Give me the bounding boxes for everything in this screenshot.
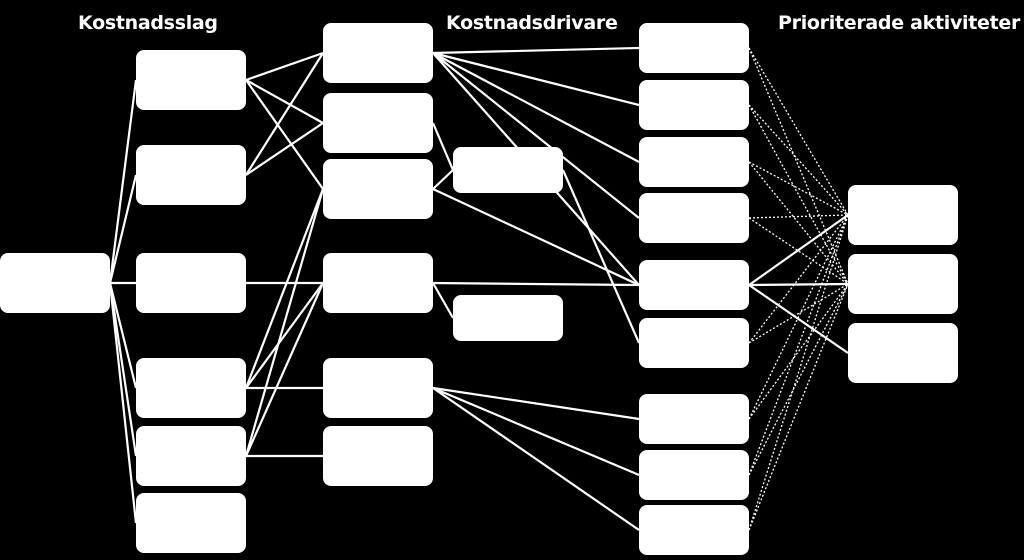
heading-cost-types: Kostnadsslag	[78, 12, 218, 34]
connector-line	[431, 122, 455, 171]
dotted-connector-line	[748, 214, 849, 531]
node-box-d7	[639, 450, 749, 500]
connector-line	[244, 188, 325, 457]
node-box-a1	[136, 145, 246, 205]
connector-line	[432, 281, 640, 287]
dotted-connector-line	[748, 283, 849, 476]
connector-line	[245, 282, 324, 389]
dotted-connector-line	[748, 161, 849, 216]
node-box-e1	[848, 254, 958, 314]
node-box-a2	[136, 253, 246, 313]
connector-line	[108, 79, 138, 284]
node-box-e0	[848, 185, 958, 245]
node-box-b2	[323, 159, 433, 219]
connector-line	[432, 52, 640, 163]
node-box-d4	[639, 260, 749, 310]
dotted-connector-line	[748, 47, 849, 285]
node-box-a0	[136, 50, 246, 110]
node-box-d2	[639, 137, 749, 187]
connector-line	[561, 169, 641, 344]
connector-line	[432, 188, 640, 286]
node-box-e2	[848, 323, 958, 383]
connector-line	[748, 282, 849, 287]
dotted-connector-line	[748, 104, 849, 216]
dotted-connector-line	[748, 214, 849, 219]
connector-line	[748, 284, 849, 354]
node-box-root	[0, 253, 110, 313]
node-box-d3	[639, 193, 749, 243]
connector-line	[245, 79, 324, 190]
connector-line	[108, 282, 138, 457]
connector-line	[108, 282, 138, 524]
dotted-connector-line	[748, 214, 849, 476]
connector-line	[432, 46, 640, 55]
connector-line	[432, 282, 454, 319]
node-box-c1	[453, 295, 563, 341]
node-box-a5	[136, 493, 246, 553]
connector-line	[244, 188, 325, 389]
connector-line	[432, 169, 454, 190]
node-box-b0	[323, 23, 433, 83]
node-box-b4	[323, 358, 433, 418]
node-box-b1	[323, 93, 433, 153]
node-box-d6	[639, 394, 749, 444]
heading-prioritized-activities: Prioriterade aktiviteter	[778, 12, 1021, 34]
connector-line	[245, 51, 324, 82]
node-box-b3	[323, 253, 433, 313]
node-box-a3	[136, 358, 246, 418]
node-box-d5	[639, 318, 749, 368]
connector-line	[108, 282, 138, 389]
connector-line	[432, 387, 640, 531]
connector-line	[245, 122, 324, 176]
heading-cost-drivers: Kostnadsdrivare	[446, 12, 618, 34]
dotted-connector-line	[748, 283, 849, 344]
dotted-connector-line	[748, 47, 849, 216]
dotted-connector-line	[748, 214, 849, 344]
dotted-connector-line	[748, 161, 849, 285]
connector-line	[108, 174, 138, 284]
node-box-d0	[639, 23, 749, 73]
node-box-d1	[639, 80, 749, 130]
connector-line	[432, 52, 640, 219]
connector-line	[245, 52, 324, 176]
connector-line	[244, 282, 325, 457]
connector-line	[432, 51, 640, 107]
dotted-connector-line	[748, 283, 849, 420]
dotted-connector-line	[748, 283, 849, 531]
node-box-d8	[639, 505, 749, 555]
node-box-a4	[136, 426, 246, 486]
node-box-c0	[453, 147, 563, 193]
dotted-connector-line	[748, 214, 849, 420]
connector-lines	[108, 46, 849, 531]
connector-line	[432, 386, 640, 421]
node-box-b5	[323, 426, 433, 486]
connector-line	[748, 214, 849, 286]
diagram-boxes	[0, 23, 958, 555]
connector-line	[245, 79, 324, 124]
connector-line	[432, 386, 640, 477]
